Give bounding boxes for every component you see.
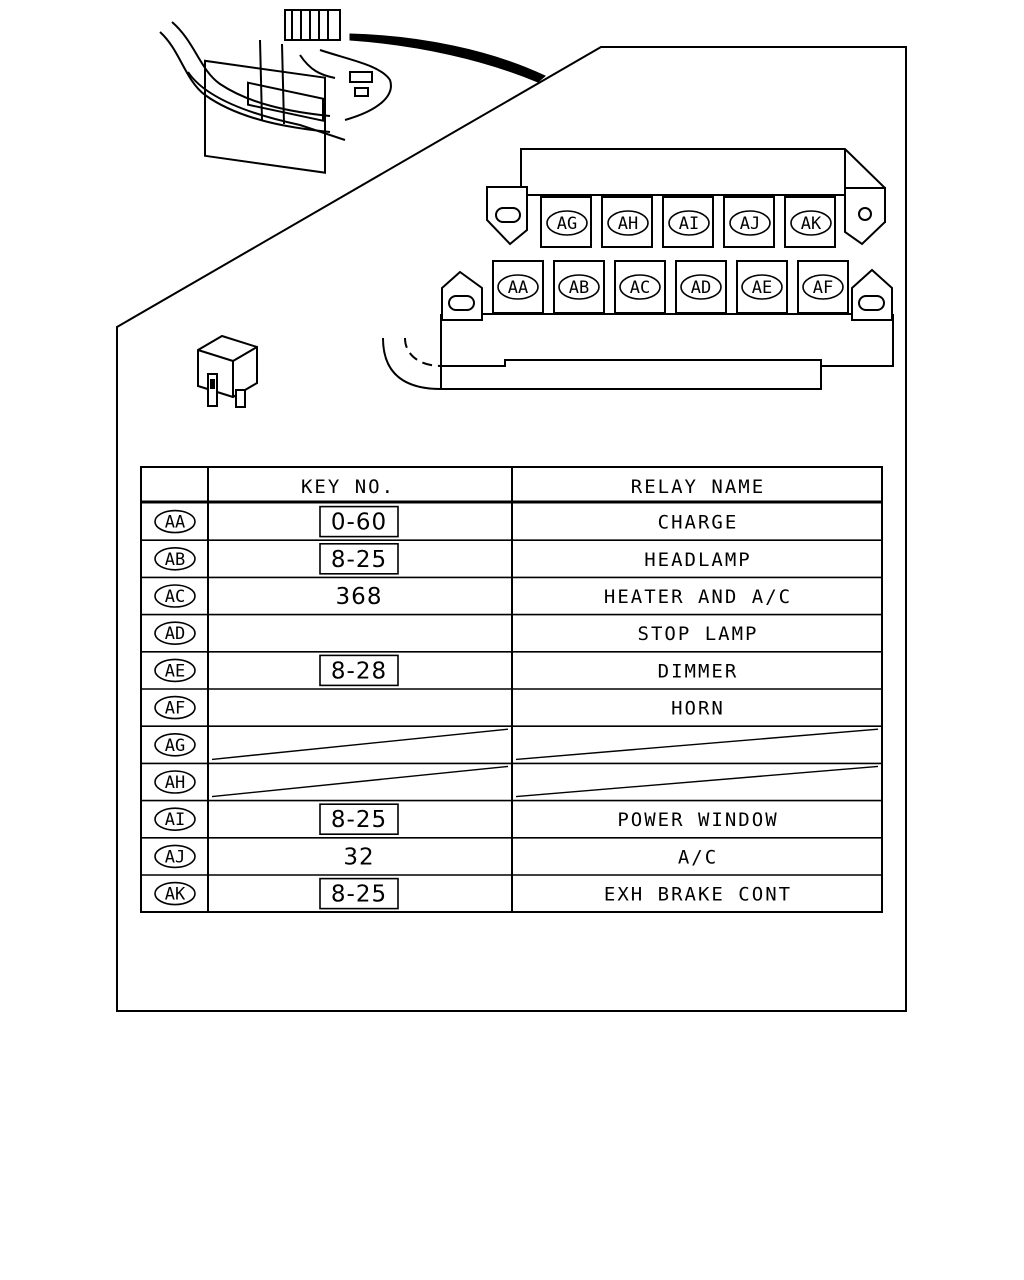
top-socket-row: AG AH AI AJ AK [540,196,836,248]
socket-ad: AD [675,260,727,314]
socket-ah: AH [601,196,653,248]
socket-ah-label: AH [618,214,638,234]
key-number: 8-25 [331,807,387,833]
row-code: AC [165,587,185,607]
socket-af-label: AF [813,278,833,298]
panel-frame [116,46,907,1012]
socket-aa: AA [492,260,544,314]
row-code-badge [154,584,196,608]
relay-name: EXH BRAKE CONT [604,884,792,906]
relay-icon [197,334,258,408]
key-number: 8-25 [331,882,387,908]
row-code-badge [154,546,196,571]
row-code-badge [154,881,196,906]
key-no-header: KEY NO. [301,476,395,498]
socket-ag-label: AG [557,214,577,234]
table-row: AE 8-28 DIMMER [141,650,882,687]
empty-slash [211,765,509,798]
relay-name: A/C [678,846,718,868]
socket-ae: AE [736,260,788,314]
row-code: AF [165,699,185,719]
key-box [319,803,399,836]
key-number: 368 [336,584,383,610]
harness-illustration [159,9,392,174]
key-box [319,542,399,575]
table-row: AK 8-25 EXH BRAKE CONT [141,874,882,910]
row-code-badge [154,844,196,869]
socket-ak: AK [784,196,836,248]
relay-name: DIMMER [658,660,739,682]
bottom-socket-row: AA AB AC AD AE AF [492,260,849,314]
row-code: AA [165,513,185,533]
relay-block [382,148,894,390]
table-row: AB 8-25 HEADLAMP [141,539,882,575]
key-number: 32 [343,844,374,870]
socket-af: AF [797,260,849,314]
row-code-badge [154,732,196,757]
socket-aa-label: AA [508,278,528,298]
table-row: AJ 32 A/C [141,836,882,870]
row-code-badge [154,807,196,832]
row-code-badge [154,621,196,646]
socket-ag: AG [540,196,592,248]
relay-name: CHARGE [658,512,739,534]
socket-ab: AB [553,260,605,314]
row-code: AH [165,773,185,793]
socket-ae-label: AE [752,278,772,298]
empty-slash [211,728,509,761]
table-row: AD STOP LAMP [141,613,882,646]
socket-ab-label: AB [569,278,589,298]
row-code-badge [154,770,196,794]
row-code: AJ [165,847,185,867]
key-box [319,654,399,687]
relay-name-header: RELAY NAME [631,476,765,498]
relay-name: HORN [671,698,725,720]
table-row: AI 8-25 POWER WINDOW [141,799,882,836]
socket-ac: AC [614,260,666,314]
socket-ai-label: AI [679,214,699,234]
table-row: AG [141,725,882,761]
row-code: AE [165,661,185,681]
relay-name: HEATER AND A/C [604,586,792,608]
table-row: AH [141,762,882,798]
key-box [319,505,399,538]
table-row: AC 368 HEATER AND A/C [141,576,882,610]
empty-slash [515,728,879,761]
key-number: 8-25 [331,547,387,573]
socket-aj-label: AJ [740,214,760,234]
row-code: AK [165,885,186,905]
relay-name: STOP LAMP [638,623,759,645]
row-code-badge [154,658,196,683]
row-code: AD [165,624,185,644]
row-code: AB [165,550,185,570]
socket-ak-label: AK [801,214,822,234]
table-rows: AA 0-60 CHARGE AB 8-25 HEADLAMP AC 368 HEATER AN… [141,505,882,910]
socket-ad-label: AD [691,278,711,298]
pointer-arrow [349,33,546,83]
table-row: AA 0-60 CHARGE [154,505,739,538]
row-code-badge [154,509,196,534]
socket-ai: AI [662,196,714,248]
row-code: AI [165,810,185,830]
socket-ac-label: AC [630,278,650,298]
key-number: 0-60 [331,510,387,536]
relay-name: HEADLAMP [644,549,752,571]
key-number: 8-28 [331,658,387,684]
table-row: AF HORN [141,688,882,720]
empty-slash [515,765,879,798]
row-code-badge [154,695,196,720]
socket-aj: AJ [723,196,775,248]
relay-name: POWER WINDOW [617,809,778,831]
key-box [319,877,399,910]
row-code: AG [165,736,185,756]
